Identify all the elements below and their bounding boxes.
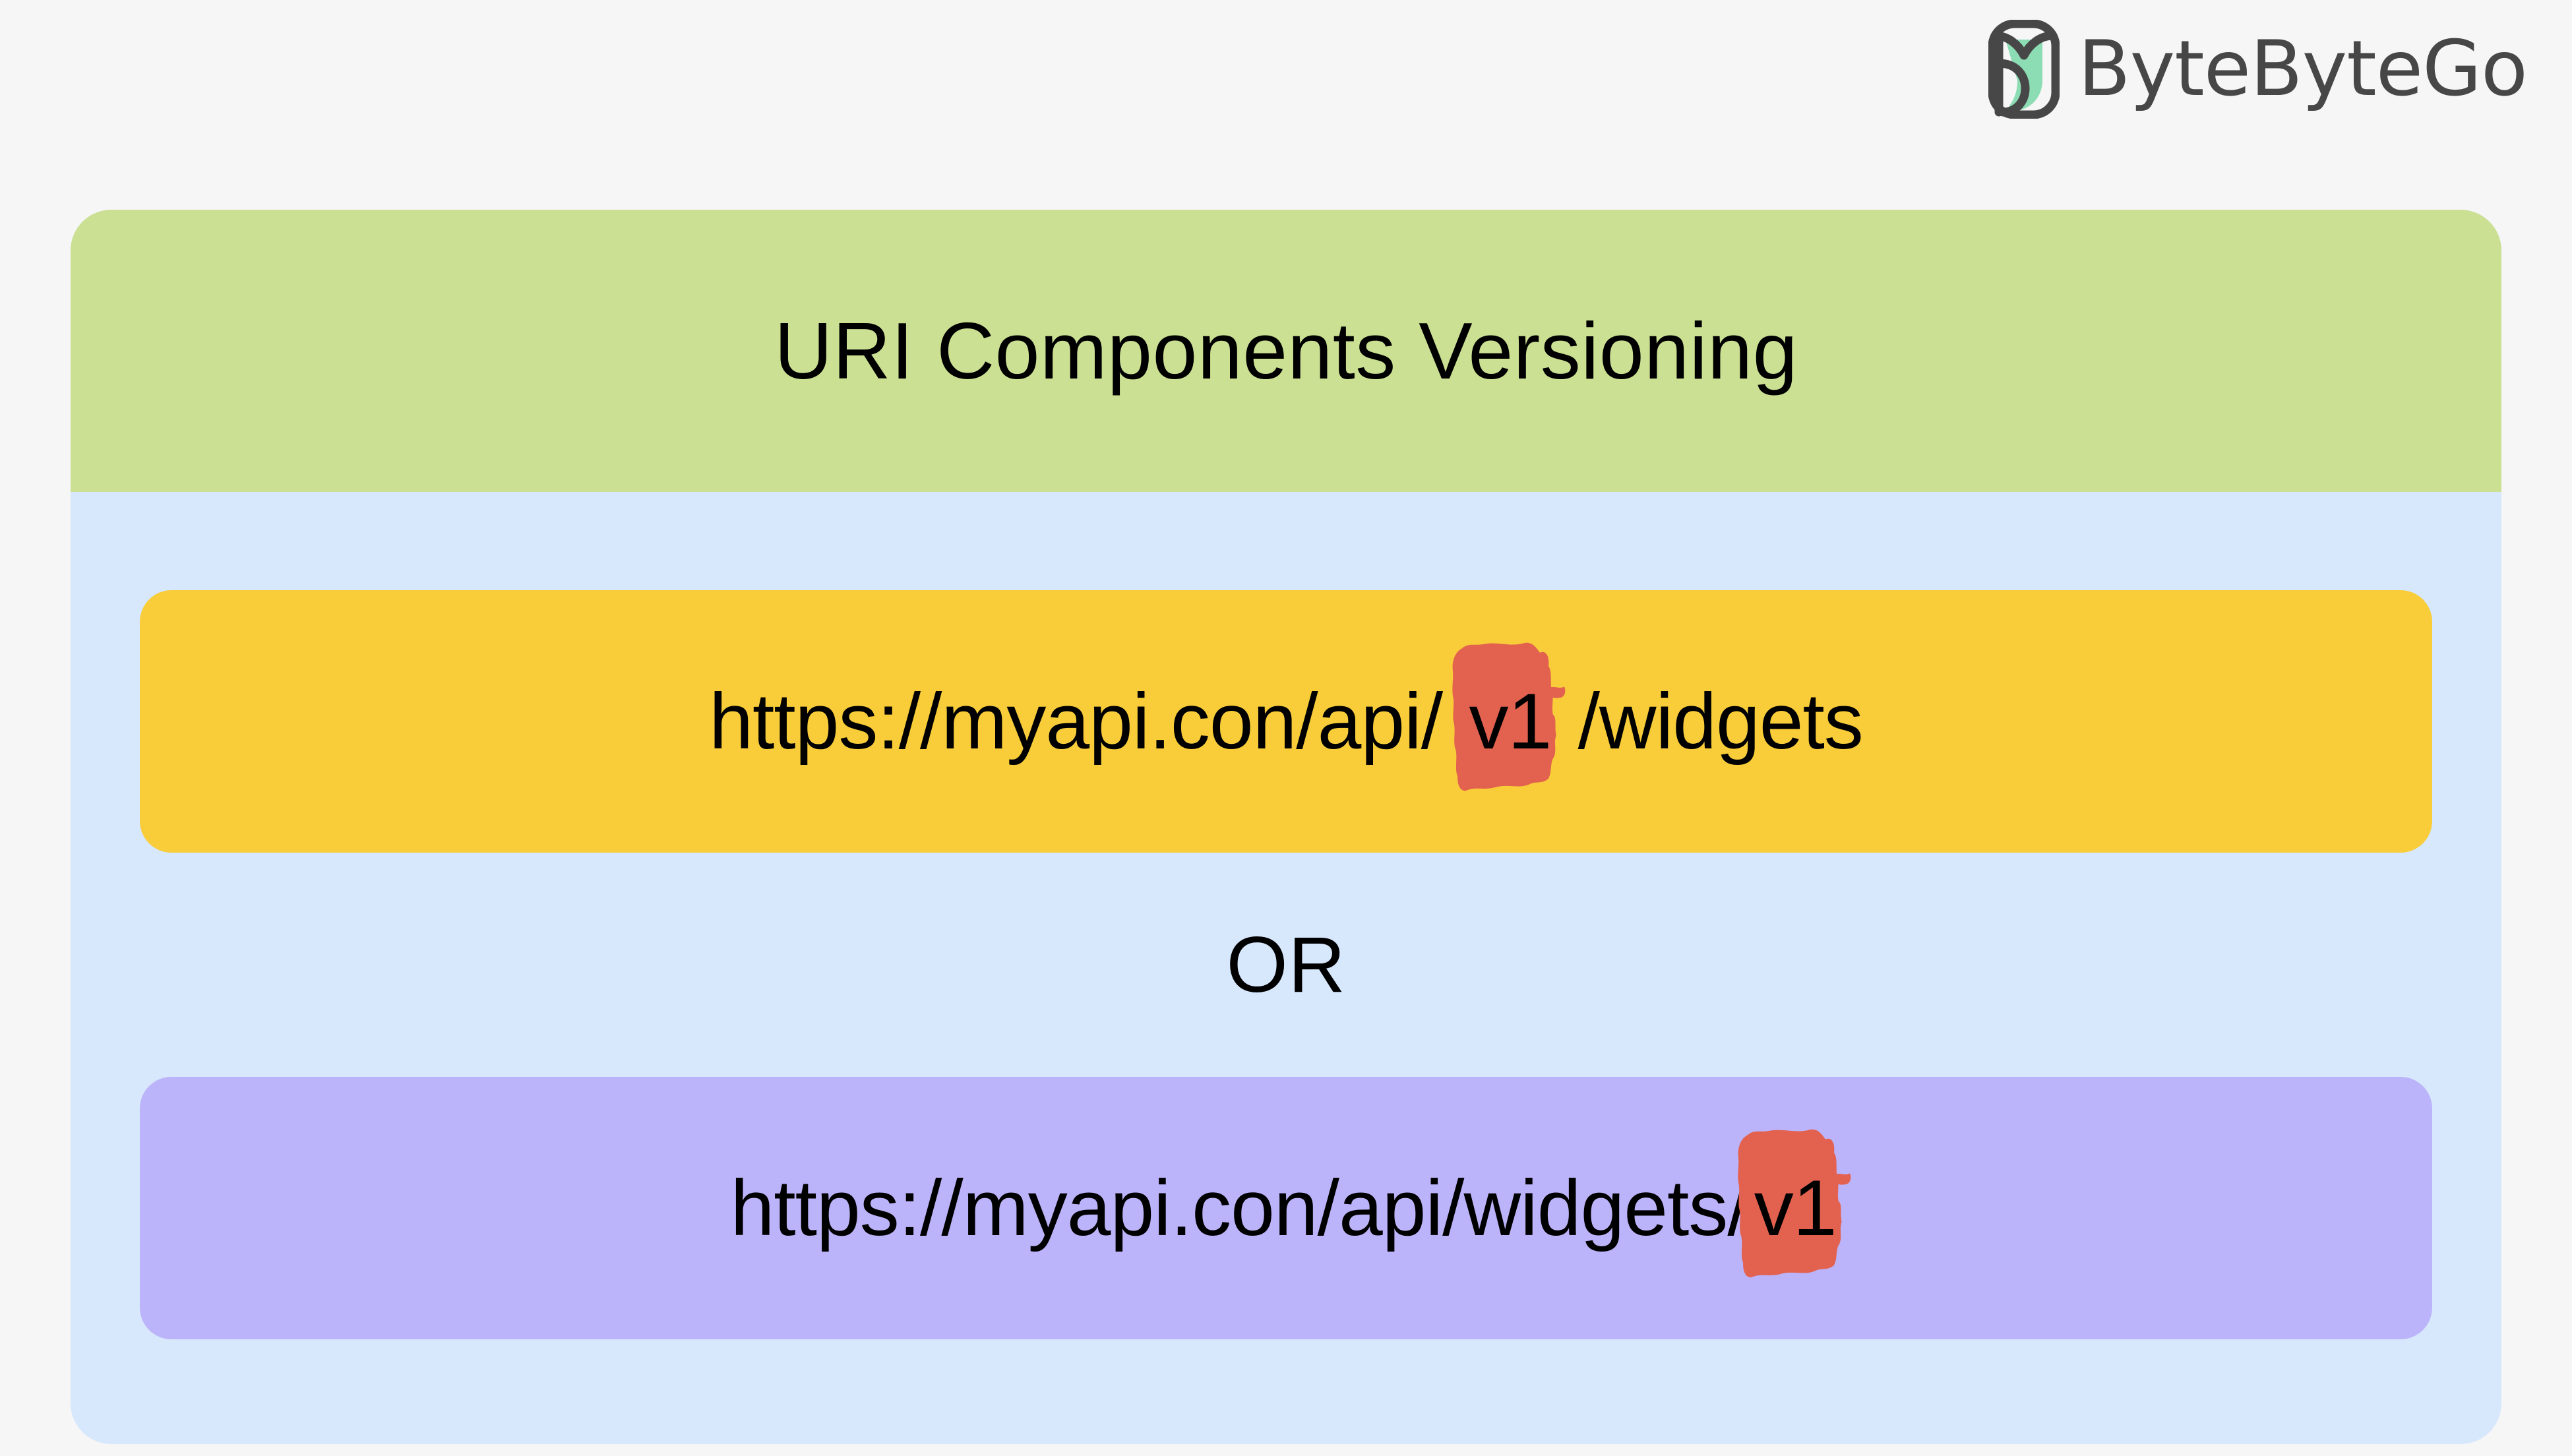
url-string: https://myapi.con/api/ v1 /widgets (709, 642, 1864, 791)
url-prefix: https://myapi.con/api/ (709, 677, 1443, 766)
or-label: OR (1226, 921, 1346, 1009)
bytebytego-leaf-logo-icon (1988, 19, 2060, 119)
version-highlight-1: v1 (1452, 642, 1566, 791)
brand-name: ByteByteGo (2077, 24, 2528, 113)
card-header: URI Components Versioning (71, 210, 2501, 492)
url-option-path-segment: https://myapi.con/api/ v1 /widgets (140, 590, 2432, 853)
version-token-text-2: v1 (1754, 1164, 1837, 1252)
url-string-2: https://myapi.con/api/widgets/ v1 (730, 1129, 1851, 1278)
diagram-card: URI Components Versioning https://myapi.… (71, 210, 2501, 1444)
card-body: https://myapi.con/api/ v1 /widgets OR (71, 492, 2501, 1444)
url-gap (1442, 682, 1463, 761)
version-highlight-2: v1 (1738, 1129, 1851, 1278)
brand-logo: ByteByteGo (1988, 19, 2528, 119)
url-prefix-2: https://myapi.con/api/widgets/ (730, 1164, 1750, 1252)
or-divider: OR (71, 853, 2501, 1077)
version-token-text: v1 (1469, 677, 1552, 766)
url-gap-2 (1556, 682, 1577, 761)
page-title: URI Components Versioning (774, 306, 1798, 396)
url-option-trailing-segment: https://myapi.con/api/widgets/ v1 (140, 1077, 2432, 1339)
url-suffix: /widgets (1577, 677, 1864, 766)
